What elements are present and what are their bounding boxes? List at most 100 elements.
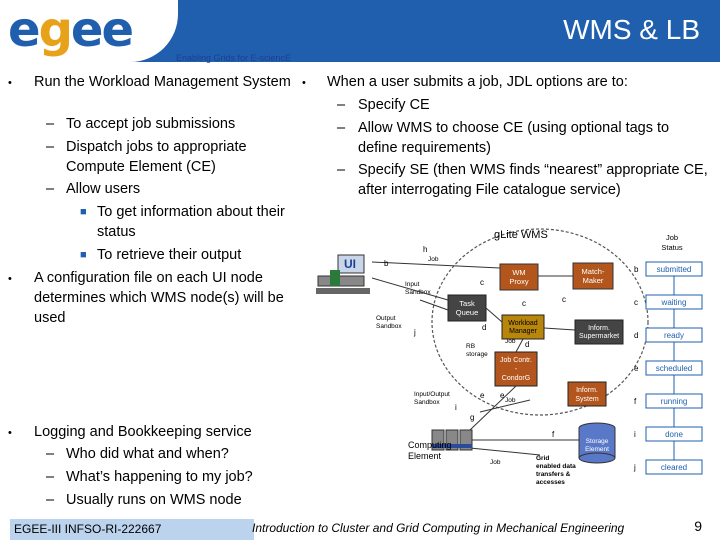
dash-icon: – [46,181,55,197]
status-letter: f [634,397,637,406]
svg-text:e: e [480,391,485,400]
inform-supermarket-label: Inform.Supermarket [579,325,619,340]
svg-text:Job: Job [490,459,501,466]
svg-text:c: c [522,299,526,308]
egee-logo: egee [8,2,134,58]
ui-computer-icon [316,254,370,294]
job-contr-box [494,351,538,387]
status-scheduled-label: scheduled [656,364,692,373]
inform-supermarket-box [574,319,624,345]
bullet-dot-icon: • [8,427,12,439]
sub-status: To get information about their status [97,204,285,240]
job-status-list: submitted b waiting c ready d scheduled e runnin… [633,261,703,475]
ui-label: UI [344,257,356,271]
svg-text:e: e [500,391,505,400]
bullet-wms: Run the Workload Management System [34,74,291,90]
dash-icon: – [46,492,55,508]
match-maker-label: Match-Maker [582,267,605,285]
job-labels: Job Job Job Job [428,256,516,466]
svg-text:b: b [384,259,389,268]
slide-title: WMS & LB [563,14,700,45]
dash-icon: – [46,469,55,485]
dash-icon: – [337,162,346,178]
footer: EGEE-III INFSO-RI-222667 Introduction to… [0,512,720,540]
svg-text:d: d [525,340,529,349]
dash-specify-se: Specify SE (then WMS finds “nearest” app… [358,162,708,198]
dash-icon: – [337,120,346,136]
task-queue-box [447,294,487,322]
status-waiting-label: waiting [661,298,687,307]
bullet-dot-icon: • [302,77,306,89]
svg-text:c: c [562,295,566,304]
svg-text:h: h [423,245,427,254]
svg-text:f: f [552,430,555,439]
status-letter: d [634,331,638,340]
status-cleared-label: cleared [661,463,687,472]
status-cleared-box [645,459,703,475]
job-contr-label: Job Contr.-CondorG [500,357,532,382]
svg-text:Job: Job [505,397,516,404]
footer-project-id: EGEE-III INFSO-RI-222667 [10,519,254,540]
status-letter: e [634,364,639,373]
bullet-config: A configuration file on each UI node det… [34,270,284,326]
inform-system-label: Inform.System [575,387,599,403]
sub-output: To retrieve their output [97,247,242,263]
wm-proxy-box [499,263,539,291]
tagline: Enabling Grids for E-sciencE [176,53,292,63]
inform-system-box [567,381,607,407]
bullet-dot-icon: • [8,273,12,285]
dash-allow-users: Allow users [66,181,141,197]
match-maker-box [572,262,614,290]
dash-who: Who did what and when? [66,446,229,462]
workload-manager-box [501,314,545,340]
square-bullet-icon: ■ [80,249,87,261]
flow-arrows [371,261,585,456]
svg-text:g: g [470,413,474,422]
svg-text:d: d [482,323,486,332]
wms-boundary [431,228,649,416]
status-done-label: done [665,430,683,439]
status-letter: b [634,265,639,274]
bullet-jdl: When a user submits a job, JDL options a… [327,74,628,90]
status-letter: c [634,298,638,307]
bullet-dot-icon: • [8,77,12,89]
status-submitted-label: submitted [657,265,692,274]
svg-text:c: c [480,278,484,287]
dash-allow-wms: Allow WMS to choose CE (using optional t… [358,120,670,156]
status-letter: i [634,430,636,439]
dash-icon: – [46,446,55,462]
dash-icon: – [337,97,346,113]
svg-text:Job: Job [428,256,439,263]
status-running-label: running [661,397,688,406]
svg-text:j: j [413,328,416,337]
square-bullet-icon: ■ [80,206,87,218]
logo-area: egee [0,0,178,62]
computing-element-icon [431,429,473,451]
dash-dispatch-jobs: Dispatch jobs to appropriate Compute Ele… [66,139,247,175]
page-number: 9 [694,518,702,534]
dash-icon: – [46,116,55,132]
svg-text:Job: Job [505,338,516,345]
dash-accept-jobs: To accept job submissions [66,116,236,132]
glite-wms-label: gLite WMS [494,229,548,241]
step-letters: h b c c c d d j e i e f g [384,245,566,439]
storage-element-icon [578,422,616,464]
bullet-lb: Logging and Bookkeeping service [34,424,252,440]
dash-specify-ce: Specify CE [358,97,430,113]
dash-usually: Usually runs on WMS node [66,492,242,508]
status-ready-label: ready [664,331,684,340]
footer-title: Introduction to Cluster and Grid Computi… [252,521,625,535]
svg-text:i: i [455,403,457,412]
